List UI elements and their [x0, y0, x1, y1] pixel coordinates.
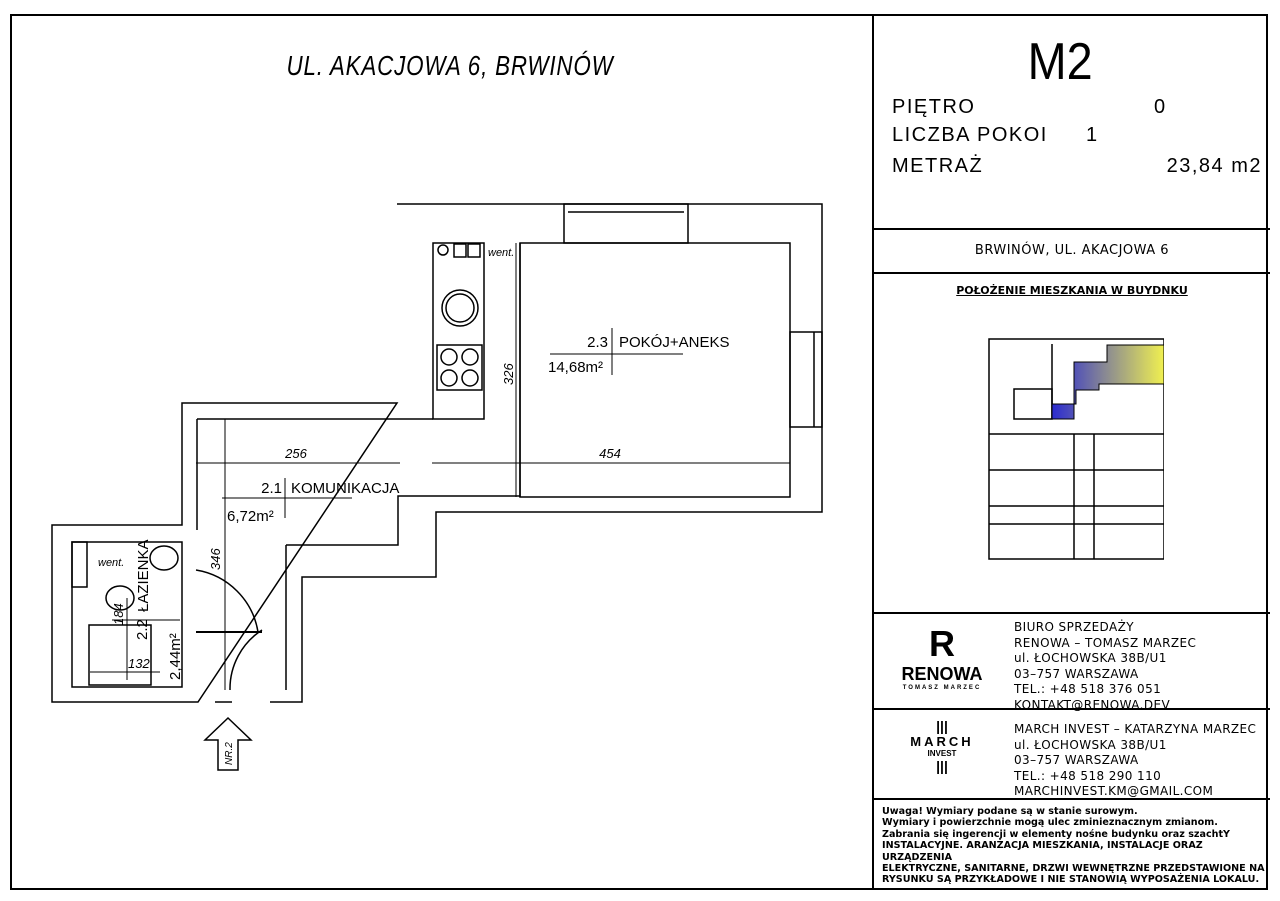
dimension: 256: [284, 446, 307, 461]
area-label: METRAŻ: [892, 155, 984, 177]
corridor-wall: [196, 418, 520, 690]
outer-wall: [51, 203, 823, 703]
door-arc: [195, 569, 263, 691]
room-area: 6,72m²: [227, 508, 274, 525]
shower-tray: [88, 624, 152, 686]
note-line: Uwaga! Wymiary podane są w stanie surowy…: [882, 806, 1138, 817]
room-area: 14,68m²: [548, 359, 603, 376]
note-line: ELEKTRYCZNE, SANITARNE, DRZWI WEWNĘTRZNE…: [882, 863, 1265, 875]
room-number: 2.3: [587, 334, 608, 351]
floor-value: 0: [1154, 96, 1167, 118]
renowa-logo: R RENOWA TOMASZ MARZEC: [901, 623, 983, 692]
dimension: 184: [111, 603, 126, 625]
vent-label: went.: [98, 557, 124, 569]
stove-icon: [436, 344, 483, 391]
dimension: 326: [501, 363, 516, 385]
room-number: 2.1: [261, 480, 282, 497]
unit-name: M2: [1027, 33, 1093, 91]
note-line: RYSUNKU SĄ PRZYKŁADOWE I NIE STANOWIĄ WY…: [882, 874, 1260, 886]
washbasin-icon: [149, 545, 179, 571]
unit-summary: M2 PIĘTRO 0 LICZBA POKOI 1 METRAŻ 23,84 …: [874, 14, 1270, 230]
dimension: 346: [208, 548, 223, 570]
entrance-label: NR.2: [224, 742, 235, 765]
kitchen-counter: [432, 242, 485, 420]
toilet-icon: [105, 585, 135, 611]
vent-label: went.: [488, 247, 514, 259]
floor-plan: 2.3 POKÓJ+ANEKS 14,68m² 2.1 KOMUNIKACJA …: [51, 203, 823, 771]
march-contact: ||| MARCH INVEST ||| MARCH INVEST – KATA…: [874, 710, 1270, 800]
plan-title: UL. AKACJOWA 6, BRWINÓW: [286, 50, 614, 81]
march-logo: ||| MARCH INVEST |||: [910, 718, 974, 774]
note-line: Zabrania się ingerencji w elementy nośne…: [882, 828, 1231, 840]
location-title: POŁOŻENIE MIESZKANIA W BUYDNKU: [956, 284, 1188, 297]
note-line: Wymiary i powierzchnie mogą ulec zminiez…: [882, 817, 1218, 829]
drawing-frame: [10, 14, 1268, 890]
window-right: [789, 331, 823, 428]
address: BRWINÓW, UL. AKACJOWA 6: [874, 230, 1270, 274]
note-line: INSTALACYJNE. ARANŻACJA MIESZKANIA, INST…: [882, 840, 1203, 863]
room-area: 2,44m²: [167, 633, 184, 680]
sink-icon: [441, 289, 479, 327]
window-top: [563, 203, 689, 244]
disclaimer: Uwaga! Wymiary podane są w stanie surowy…: [874, 800, 1270, 890]
room-name: ŁAZIENKA: [135, 539, 152, 612]
highlighted-apartment: [1051, 344, 1164, 420]
building-minimap: [988, 338, 1164, 560]
area-value: 23,84 m2: [1166, 155, 1262, 177]
room-number: 2.2: [134, 619, 151, 640]
floor-label: PIĘTRO: [892, 96, 976, 118]
bathroom: [71, 541, 183, 688]
info-panel: M2 PIĘTRO 0 LICZBA POKOI 1 METRAŻ 23,84 …: [872, 14, 1270, 890]
dimension: 132: [128, 656, 150, 671]
dimension: 454: [599, 446, 621, 461]
building-location: POŁOŻENIE MIESZKANIA W BUYDNKU: [874, 274, 1270, 614]
rooms-value: 1: [1086, 124, 1099, 146]
rooms-label: LICZBA POKOI: [892, 124, 1048, 146]
room-name: POKÓJ+ANEKS: [619, 334, 729, 351]
room-name: KOMUNIKACJA: [291, 480, 399, 497]
entrance-arrow-icon: [203, 716, 253, 771]
